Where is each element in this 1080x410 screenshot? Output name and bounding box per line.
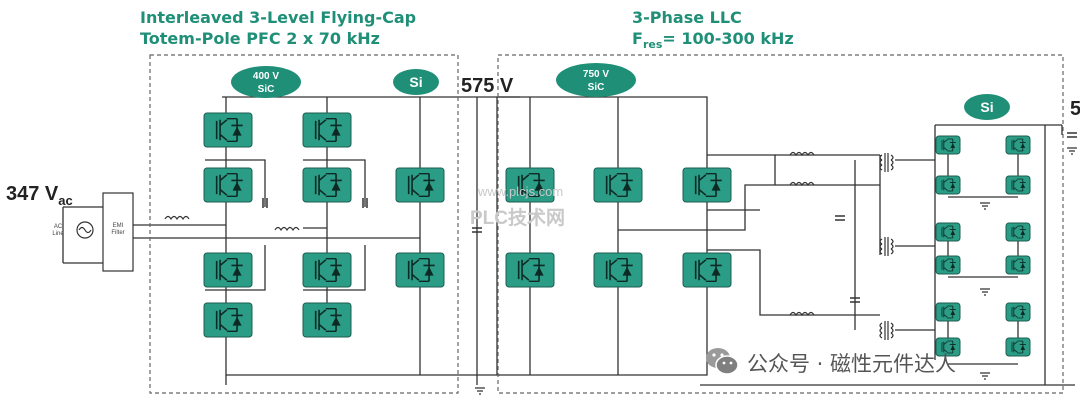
badge-pfc-sic-line1: 400 V bbox=[253, 71, 279, 82]
sec-rectifier-module-8 bbox=[1005, 255, 1031, 275]
sec-rectifier-module-5 bbox=[935, 222, 961, 242]
badge-pfc-si: Si bbox=[393, 69, 439, 95]
output-capacitor bbox=[1067, 132, 1077, 138]
pfc-switch-module-9 bbox=[395, 167, 445, 203]
pfc-switch-module-4 bbox=[203, 302, 253, 338]
llc-switch-module-1 bbox=[505, 167, 555, 203]
llc-freq-subscript: res bbox=[642, 38, 663, 52]
resonant-capacitor-2 bbox=[850, 297, 860, 303]
llc-phase-c-out bbox=[707, 249, 880, 316]
sec-rectifier-module-2 bbox=[1005, 135, 1031, 155]
input-voltage-label: 347 Vac bbox=[6, 183, 73, 208]
resonant-inductor-b bbox=[789, 181, 815, 187]
transformer-1 bbox=[879, 153, 894, 172]
emi-filter-box bbox=[102, 192, 134, 272]
ground-symbol-bus bbox=[475, 387, 485, 395]
sec-rectifier-module-6 bbox=[1005, 222, 1031, 242]
sec-rectifier-module-7 bbox=[935, 255, 961, 275]
llc-freq-range: = 100-300 kHz bbox=[662, 29, 794, 48]
watermark-url: www.plcjs.com bbox=[478, 184, 564, 199]
sec-rectifier-module-11 bbox=[935, 337, 961, 357]
pfc-flyingcap2-top bbox=[303, 159, 366, 207]
badge-llc-si-label: Si bbox=[980, 99, 993, 115]
llc-frame bbox=[497, 54, 1064, 394]
ac-line-label-1: AC bbox=[53, 224, 63, 230]
llc-rails bbox=[497, 96, 708, 376]
bus-voltage-label: 575 V bbox=[461, 75, 514, 97]
output-voltage-cut-label: 5 bbox=[1070, 98, 1080, 120]
ac-line-label-2: Line bbox=[52, 231, 64, 237]
pfc-switch-module-7 bbox=[302, 252, 352, 288]
llc-switch-module-4 bbox=[593, 252, 643, 288]
switch-modules bbox=[203, 112, 1031, 357]
flying-capacitor-2 bbox=[362, 198, 368, 208]
wechat-logo-icon bbox=[703, 342, 741, 380]
llc-title-line1: 3-Phase LLC bbox=[632, 8, 742, 27]
transformer-3 bbox=[879, 321, 894, 340]
pfc-title-line2: Totem-Pole PFC 2 x 70 kHz bbox=[140, 29, 380, 48]
pfc-switch-module-8 bbox=[302, 302, 352, 338]
sec-rectifier-module-3 bbox=[935, 175, 961, 195]
pfc-frame bbox=[149, 54, 459, 394]
llc-switch-module-6 bbox=[682, 252, 732, 288]
llc-title-line2: Fres= 100-300 kHz bbox=[632, 29, 794, 55]
pfc-boost-inductor-1 bbox=[164, 215, 190, 221]
sec-rectifier-module-9 bbox=[935, 302, 961, 322]
badge-pfc-sic-line2: SiC bbox=[258, 84, 275, 95]
llc-switch-module-2 bbox=[505, 252, 555, 288]
pfc-switch-module-1 bbox=[203, 112, 253, 148]
ground-symbol-sec2 bbox=[980, 288, 990, 296]
sec-rectifier-module-4 bbox=[1005, 175, 1031, 195]
pfc-switch-module-10 bbox=[395, 252, 445, 288]
pfc-switch-module-6 bbox=[302, 167, 352, 203]
llc-switch-module-5 bbox=[682, 167, 732, 203]
input-voltage-main: 347 V bbox=[6, 183, 59, 205]
ground-symbol-out bbox=[1067, 147, 1077, 155]
llc-phase-b-route bbox=[618, 184, 880, 231]
ac-source bbox=[76, 221, 94, 239]
bus-capacitor bbox=[472, 227, 482, 233]
badge-llc-sic-line2: SiC bbox=[588, 82, 605, 93]
badge-pfc-sic: 400 V SiC bbox=[231, 66, 301, 98]
wiring bbox=[62, 96, 1075, 386]
emi-filter-label-1: EMI bbox=[112, 223, 124, 229]
pfc-switch-module-3 bbox=[203, 252, 253, 288]
wechat-account-label: 公众号 · 磁性元件达人 bbox=[747, 352, 957, 376]
watermark-site-name: PLC技术网 bbox=[470, 208, 566, 229]
transformer-2 bbox=[879, 237, 894, 256]
pfc-switch-module-5 bbox=[302, 112, 352, 148]
emi-filter-label-2: Filter bbox=[111, 230, 125, 236]
pfc-switch-module-2 bbox=[203, 167, 253, 203]
resonant-inductor-a bbox=[789, 151, 815, 157]
llc-freq-symbol: F bbox=[632, 29, 643, 48]
pfc-flyingcap2-bot bbox=[303, 245, 366, 291]
pfc-title-line1: Interleaved 3-Level Flying-Cap bbox=[140, 8, 417, 27]
sec-rectifier-module-1 bbox=[935, 135, 961, 155]
sec-rectifier-module-12 bbox=[1005, 337, 1031, 357]
badge-llc-sic-line1: 750 V bbox=[583, 69, 609, 80]
pfc-flyingcap1-bot bbox=[205, 245, 266, 291]
badge-llc-sic: 750 V SiC bbox=[556, 63, 636, 97]
input-voltage-sub: ac bbox=[58, 193, 73, 208]
badge-pfc-si-label: Si bbox=[409, 74, 422, 90]
pfc-boost-inductor-2 bbox=[274, 226, 300, 232]
flying-capacitor-1 bbox=[262, 198, 268, 208]
dashed-frames bbox=[149, 54, 1064, 394]
llc-switch-module-3 bbox=[593, 167, 643, 203]
ground-symbol-sec1 bbox=[980, 202, 990, 210]
pfc-flyingcap1-top bbox=[205, 159, 266, 207]
ground-symbol-sec3 bbox=[980, 372, 990, 380]
sec-rectifier-module-10 bbox=[1005, 302, 1031, 322]
resonant-capacitor-1 bbox=[835, 215, 845, 221]
badge-llc-si: Si bbox=[964, 94, 1010, 120]
passive-components bbox=[164, 132, 1077, 395]
resonant-inductor-c bbox=[789, 311, 815, 317]
